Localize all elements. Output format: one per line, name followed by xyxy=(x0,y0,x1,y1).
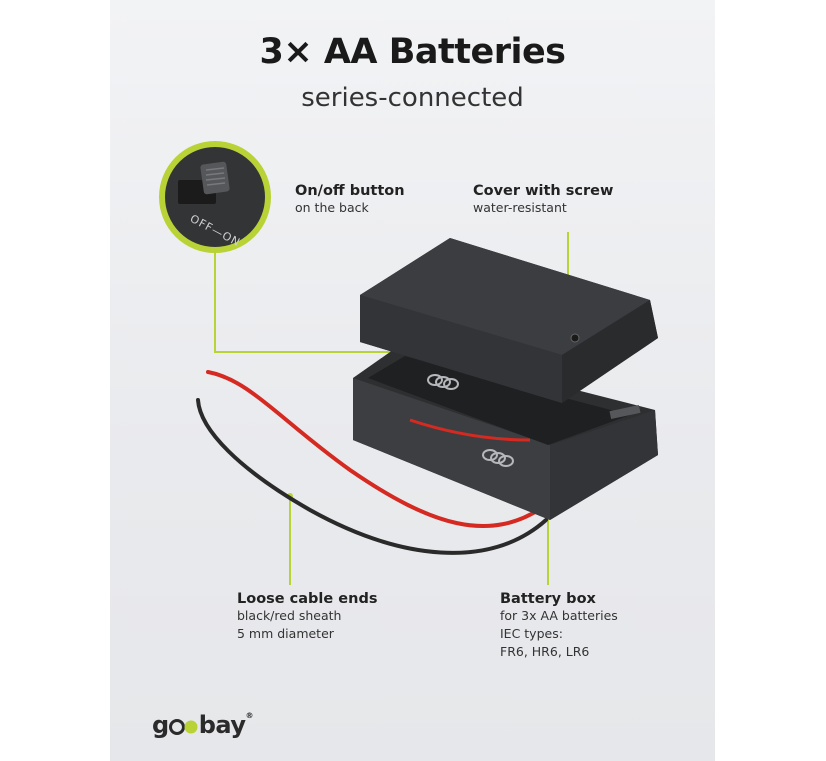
battery-case xyxy=(353,345,658,520)
battery-cover xyxy=(360,238,658,403)
brand-name-end: bay xyxy=(198,711,246,739)
callout-onoff: On/off button on the back xyxy=(295,183,405,217)
callout-box-line: IEC types: xyxy=(500,626,563,641)
brand-logo: g bay® xyxy=(152,711,253,739)
callout-box-heading: Battery box xyxy=(500,591,596,607)
callout-onoff-sub: on the back xyxy=(295,200,369,215)
callout-cover-sub: water-resistant xyxy=(473,200,567,215)
callout-cable-heading: Loose cable ends xyxy=(237,591,378,607)
brand-trademark: ® xyxy=(245,711,253,720)
page-subtitle: series-connected xyxy=(301,83,524,113)
callout-cable-line: black/red sheath xyxy=(237,608,342,623)
cable-wires xyxy=(196,370,548,555)
callout-box-line: FR6, HR6, LR6 xyxy=(500,644,590,659)
brand-oo-icon xyxy=(168,719,198,735)
callout-box-line: for 3x AA batteries xyxy=(500,608,618,623)
callout-cover: Cover with screw water-resistant xyxy=(473,183,613,217)
callout-cover-heading: Cover with screw xyxy=(473,183,614,199)
callout-onoff-heading: On/off button xyxy=(295,183,405,199)
callout-cable-line: 5 mm diameter xyxy=(237,626,334,641)
product-illustration xyxy=(159,141,658,585)
callout-cable: Loose cable ends black/red sheath 5 mm d… xyxy=(237,591,377,643)
callout-box: Battery box for 3x AA batteries IEC type… xyxy=(500,591,618,661)
page-title: 3× AA Batteries xyxy=(259,32,566,72)
product-panel: 3× AA Batteries series-connected xyxy=(110,0,715,761)
brand-name-start: g xyxy=(152,711,169,739)
switch-zoom xyxy=(159,141,271,253)
